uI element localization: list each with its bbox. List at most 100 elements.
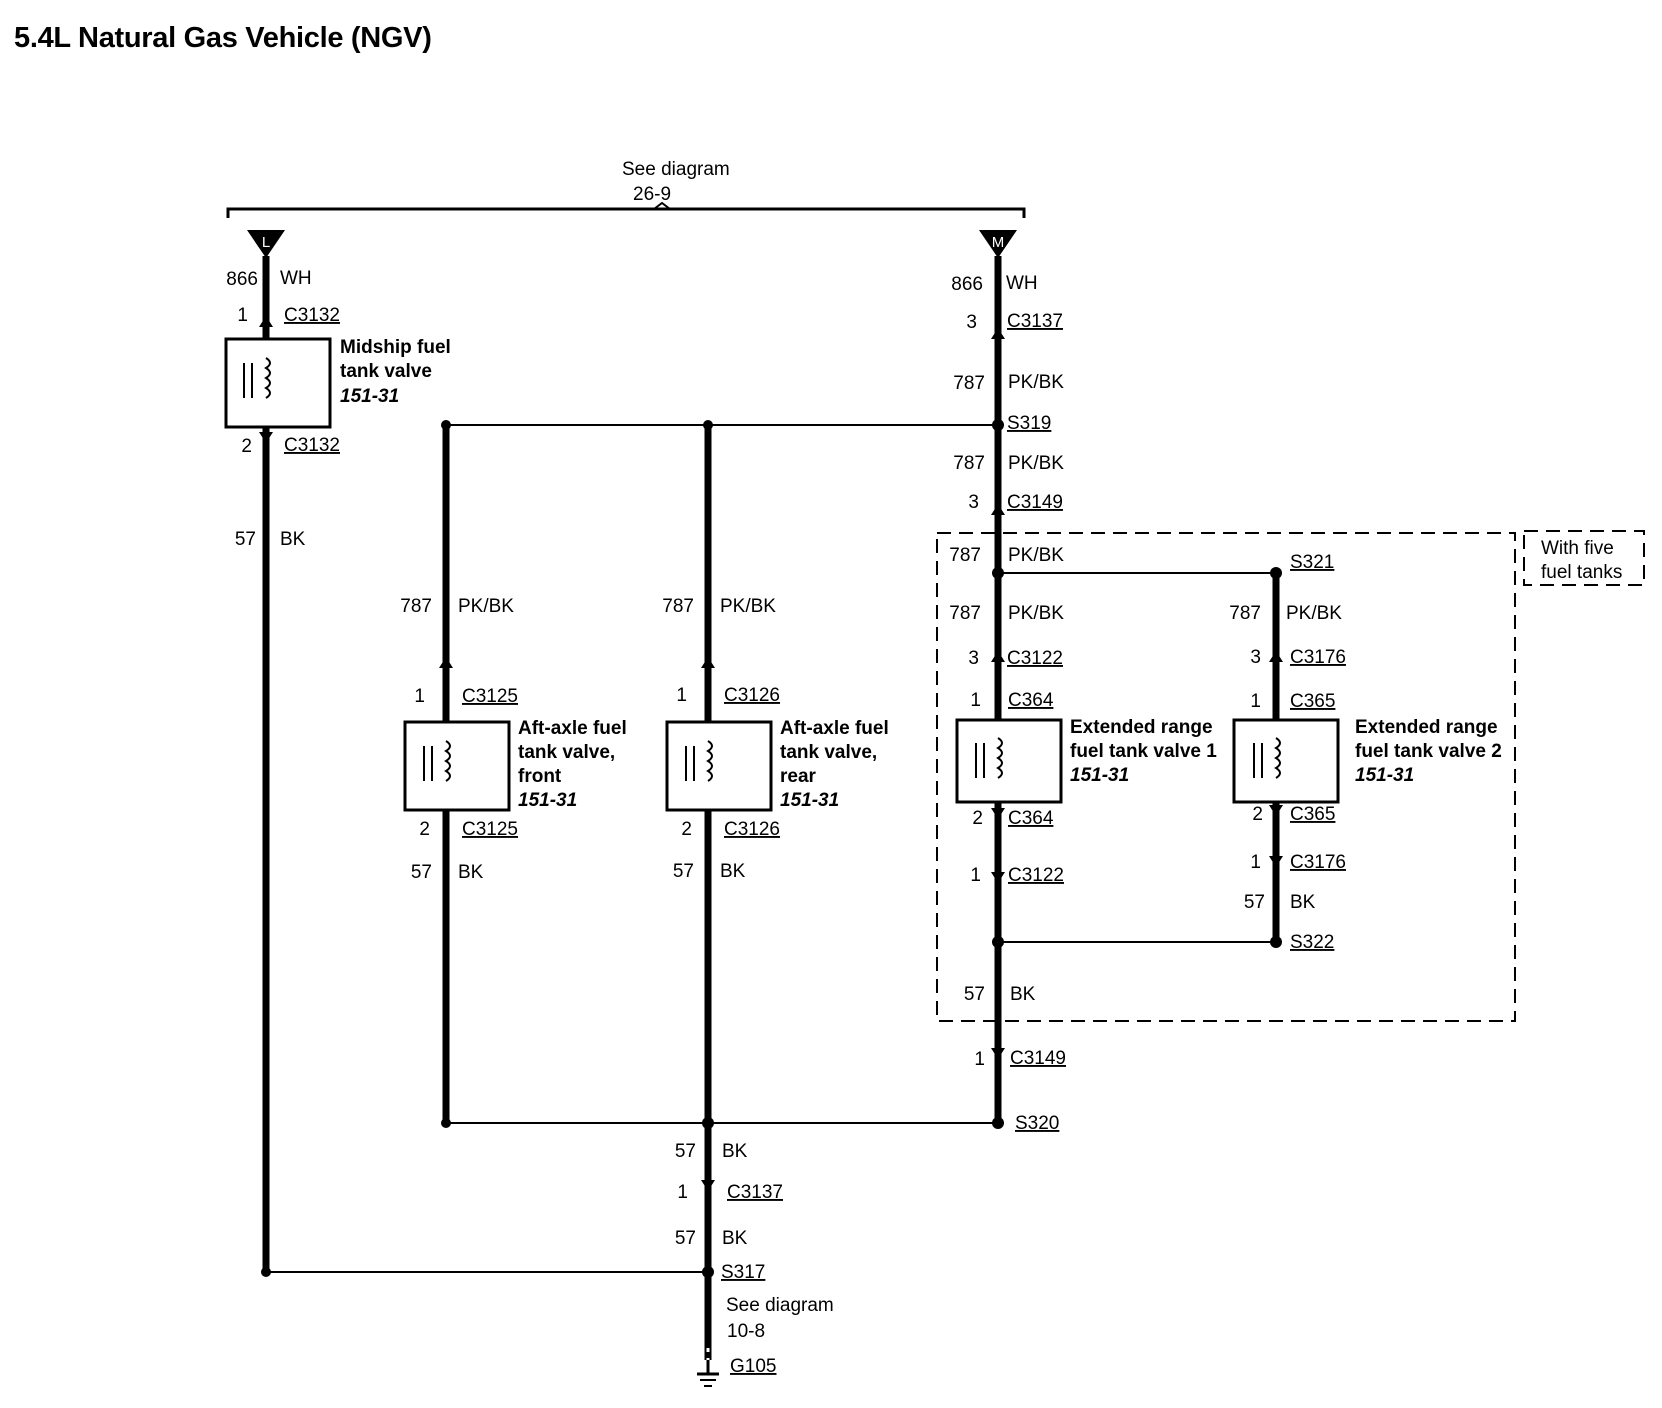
circuit-number: 787 [1229,603,1261,624]
pin-number: 1 [974,1049,985,1070]
pin-number: 3 [968,648,979,669]
bottom-reference-text: See diagram [726,1295,834,1316]
connector-name: C364 [1008,808,1054,829]
splice-dot [441,420,451,430]
component-name: tank valve, [780,742,877,763]
component-name: fuel tank valve 2 [1355,741,1502,762]
circuit-number: 57 [235,529,256,550]
circuit-number: 787 [949,603,981,624]
circuit-number: 866 [951,274,983,295]
connector-name: C3125 [462,686,518,707]
connector-name: C3137 [727,1182,783,1203]
circuit-number: 787 [953,373,985,394]
circuit-number: 57 [411,862,432,883]
splice-dot [703,420,713,430]
circuit-number: 57 [675,1141,696,1162]
component-ref: 151-31 [340,386,399,407]
component-name: Aft-axle fuel [780,718,889,739]
pin-number: 1 [676,685,687,706]
connector-name: C3122 [1007,648,1063,669]
splice-dot-s319 [992,419,1004,431]
connector-name: C3125 [462,819,518,840]
pin-number: 3 [1250,647,1261,668]
top-reference-number: 26-9 [633,184,671,205]
circuit-number: 57 [675,1228,696,1249]
connector-name: C3126 [724,685,780,706]
circuit-color: BK [280,529,306,550]
circuit-color: PK/BK [1286,603,1342,624]
component-ref: 151-31 [518,790,577,811]
splice-name: S317 [721,1262,765,1283]
pin-number: 1 [970,865,981,886]
option-label-box [1523,530,1645,586]
top-reference-bracket [226,201,1026,218]
splice-dot [702,1117,714,1129]
pin-number: 3 [966,312,977,333]
connector-name: C365 [1290,804,1335,825]
pin-number: 1 [237,305,248,326]
circuit-color: WH [1006,273,1038,294]
terminal-l [247,230,285,258]
circuit-color: PK/BK [1008,603,1064,624]
pin-number: 1 [677,1182,688,1203]
valve-ext-1 [955,718,1063,804]
circuit-color: PK/BK [458,596,514,617]
pin-number: 2 [972,808,983,829]
circuit-color: PK/BK [1008,372,1064,393]
terminal-m-label: M [992,234,1005,251]
valve-aft-front [403,720,511,812]
splice-dot-s321 [1270,567,1282,579]
circuit-color: BK [722,1228,748,1249]
option-label-line2: fuel tanks [1541,562,1622,583]
circuit-number: 866 [226,269,258,290]
splice-dot-s322 [1270,936,1282,948]
valve-ext-2 [1232,718,1340,804]
circuit-number: 787 [662,596,694,617]
pin-number: 2 [241,436,252,457]
page-title: 5.4L Natural Gas Vehicle (NGV) [14,22,432,54]
component-ref: 151-31 [1070,765,1129,786]
connector-name: C3149 [1010,1048,1066,1069]
splice-name: S319 [1007,413,1051,434]
pin-number: 2 [1252,804,1263,825]
component-name: rear [780,766,817,787]
circuit-number: 787 [400,596,432,617]
option-region [936,532,1516,1022]
component-name: Extended range [1355,717,1498,738]
circuit-number: 787 [953,453,985,474]
circuit-color: BK [1010,984,1036,1005]
splice-name: S321 [1290,552,1334,573]
pin-number: 1 [1250,852,1261,873]
connector-name: C364 [1008,690,1054,711]
pin-number: 3 [968,492,979,513]
connector-name: C3122 [1008,865,1064,886]
circuit-number: 57 [673,861,694,882]
component-ref: 151-31 [780,790,839,811]
circuit-number: 787 [949,545,981,566]
terminal-m [979,230,1017,258]
component-name: tank valve, [518,742,615,763]
circuit-color: WH [280,268,312,289]
connector-name: C365 [1290,691,1335,712]
connector-name: C3132 [284,305,340,326]
bottom-reference-number: 10-8 [727,1321,765,1342]
component-name: tank valve [340,361,432,382]
splice-dot [992,567,1004,579]
component-ref: 151-31 [1355,765,1414,786]
connector-name: C3176 [1290,647,1346,668]
ground-name: G105 [730,1356,776,1377]
valve-midship [224,337,332,429]
connector-name: C3132 [284,435,340,456]
connector-name: C3176 [1290,852,1346,873]
splice-name: S322 [1290,932,1334,953]
pin-number: 1 [414,686,425,707]
splice-dot [441,1118,451,1128]
component-name: Midship fuel [340,337,451,358]
circuit-color: PK/BK [1008,453,1064,474]
circuit-number: 57 [964,984,985,1005]
circuit-color: BK [722,1141,748,1162]
splice-dot [261,1267,271,1277]
pin-number: 2 [419,819,430,840]
pin-number: 1 [1250,691,1261,712]
